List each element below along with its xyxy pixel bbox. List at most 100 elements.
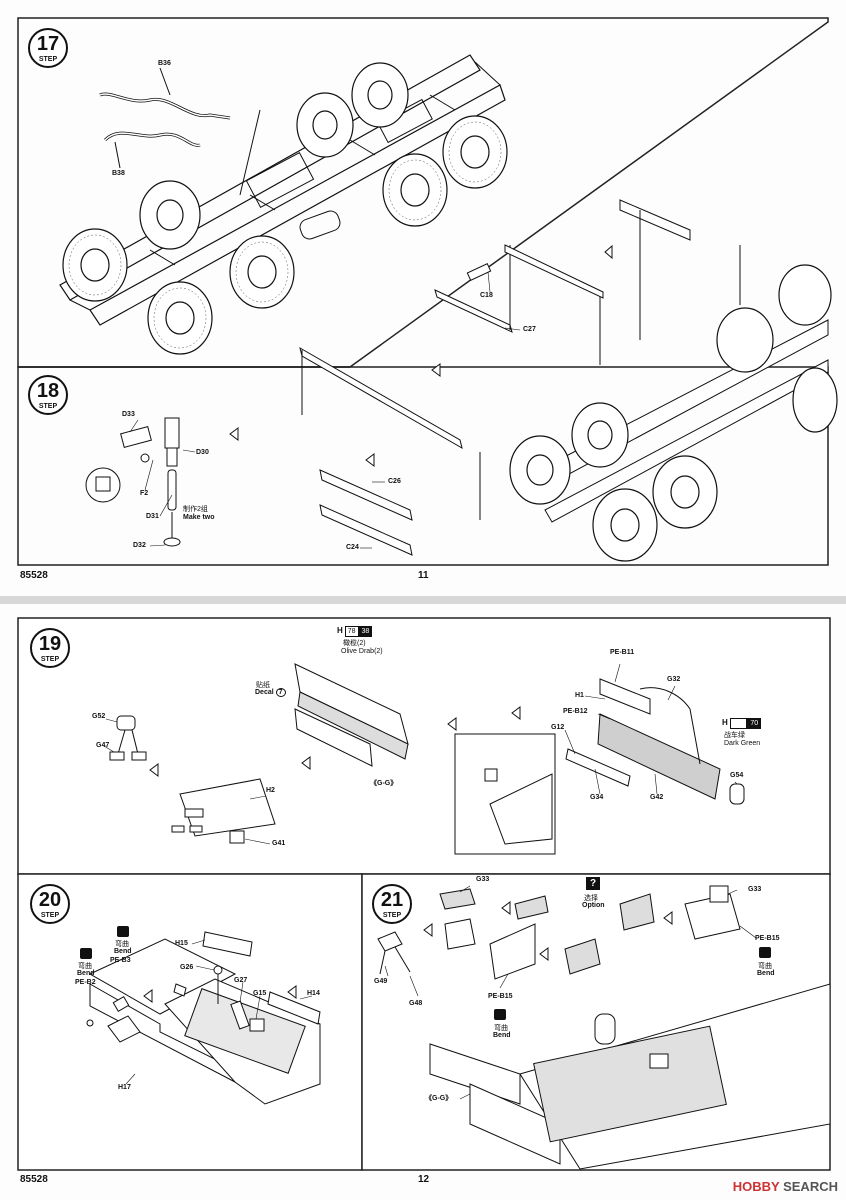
watermark-part-a: HOBBY (732, 1179, 780, 1194)
part-label-h2: H2 (266, 787, 275, 794)
step-17-badge: 17 STEP (28, 28, 68, 68)
part-label-g41: G41 (272, 840, 286, 847)
decal-cn: 贴纸 (256, 682, 270, 689)
option-en: Option (582, 902, 605, 909)
part-label-pe-b15-a: PE-B15 (488, 993, 513, 1000)
step-20-label: STEP (40, 912, 60, 919)
part-label-g52: G52 (92, 713, 106, 720)
part-label-g54: G54 (730, 772, 744, 779)
footer-code-page11: 85528 (20, 570, 48, 581)
page-separator (0, 596, 846, 604)
paint1-code: H (337, 626, 343, 635)
step-17-label: STEP (38, 56, 58, 63)
option-icon: ? (586, 877, 600, 890)
paint1-cn: 橄榄(2) (343, 640, 366, 647)
part-label-g32: G32 (667, 676, 681, 683)
paint2-en: Dark Green (724, 740, 761, 747)
part-label-pe-b11: PE-B11 (610, 649, 635, 656)
chassis-drawing-step17 (59, 54, 508, 355)
floor-drawing-step20 (86, 931, 321, 1105)
part-label-c24: C24 (346, 544, 359, 551)
bend-en-2: Bend (77, 970, 95, 977)
bend-cn-21b: 弯曲 (758, 963, 772, 970)
bend-icon-21a (494, 1009, 506, 1020)
part-label-d33: D33 (122, 411, 135, 418)
paint-callout-green: H 70 (722, 718, 762, 729)
part-label-pe-b2: PE-B2 (75, 979, 96, 986)
step-18-badge: 18 STEP (28, 375, 68, 415)
instruction-page-11: 17 STEP (0, 0, 846, 596)
part-label-d32: D32 (133, 542, 146, 549)
part-label-g27: G27 (234, 977, 248, 984)
step-20-number: 20 (38, 889, 62, 911)
paint2-cn: 战车绿 (724, 732, 745, 739)
part-label-g33-b: G33 (748, 886, 762, 893)
cab-floor-drawing-step21 (377, 885, 831, 1170)
bend-icon-1 (117, 926, 129, 937)
paint2-code: H (722, 718, 728, 727)
part-label-c18: C18 (480, 292, 493, 299)
part-label-g15: G15 (253, 990, 267, 997)
footer-code-page12: 85528 (20, 1174, 48, 1185)
bend-cn-21a: 弯曲 (494, 1025, 508, 1032)
paint1-chip-b: 38 (358, 626, 373, 637)
part-label-g48: G48 (409, 1000, 423, 1007)
decal-number: 7 (275, 688, 286, 697)
part-label-h17: H17 (118, 1084, 131, 1091)
paint2-chip-blank (729, 718, 748, 729)
step-19-number: 19 (38, 633, 62, 655)
part-label-g26: G26 (180, 964, 194, 971)
paint2-chip: 70 (747, 718, 762, 729)
bend-icon-2 (80, 948, 92, 959)
part-label-d30: D30 (196, 449, 209, 456)
step-19-badge: 19 STEP (30, 628, 70, 668)
step-18-number: 18 (36, 380, 60, 402)
panel-drawing-step19 (103, 663, 745, 855)
instruction-page-12: 19 STEP (0, 604, 846, 1200)
step-17-number: 17 (36, 33, 60, 55)
page-number-11: 11 (418, 570, 429, 581)
part-label-b36: B36 (158, 60, 171, 67)
part-label-h15: H15 (175, 940, 188, 947)
bend-en-21a: Bend (493, 1032, 511, 1039)
watermark-part-b: SEARCH (783, 1179, 838, 1194)
part-label-g42: G42 (650, 794, 664, 801)
step-21-badge: 21 STEP (372, 884, 412, 924)
bend-en-21b: Bend (757, 970, 775, 977)
suspension-drawing-step18 (85, 199, 838, 562)
part-label-d31: D31 (146, 513, 159, 520)
bend-en-1: Bend (114, 948, 132, 955)
step-18-label: STEP (38, 403, 58, 410)
part-label-f2: F2 (140, 490, 149, 497)
bend-icon-21b (759, 947, 771, 958)
subassembly-gg-19: 《G-G》 (370, 780, 398, 787)
part-label-g47: G47 (96, 742, 110, 749)
step-19-label: STEP (40, 656, 60, 663)
part-label-g49: G49 (374, 978, 388, 985)
make-two-en: Make two (183, 514, 215, 521)
part-label-c27: C27 (523, 326, 536, 333)
bend-cn-2: 弯曲 (78, 963, 92, 970)
paint1-en: Olive Drab(2) (341, 648, 383, 655)
part-label-pe-b15-b: PE-B15 (755, 935, 780, 942)
part-label-pe-b3: PE-B3 (110, 957, 131, 964)
hobbysearch-watermark: HOBBY SEARCH (733, 1179, 838, 1194)
decal-en: Decal 7 (255, 688, 286, 697)
part-label-h1: H1 (575, 692, 584, 699)
option-cn: 选择 (584, 895, 598, 902)
make-two-cn: 制作2组 (183, 506, 208, 513)
bend-cn-1: 弯曲 (115, 941, 129, 948)
part-label-h14: H14 (307, 990, 320, 997)
paint1-chip-a: 78 (344, 626, 359, 637)
subassembly-gg-21: 《G-G》 (425, 1095, 453, 1102)
part-label-pe-b12: PE-B12 (563, 708, 588, 715)
step17-frame (17, 17, 829, 566)
step-21-number: 21 (380, 889, 404, 911)
part-label-g12: G12 (551, 724, 565, 731)
page-number-12: 12 (418, 1174, 430, 1185)
part-label-b38: B38 (112, 170, 125, 177)
decal-en-text: Decal (255, 689, 274, 696)
part-label-g33-a: G33 (476, 876, 490, 883)
part-label-c26: C26 (388, 478, 401, 485)
